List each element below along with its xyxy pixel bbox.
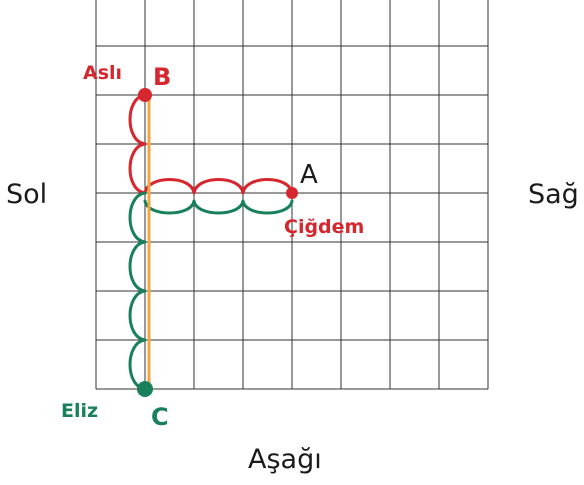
point-c-letter: C <box>151 403 169 431</box>
red-path-asli <box>128 93 294 195</box>
point-b-letter: B <box>153 63 171 91</box>
point-c-dot <box>137 381 153 397</box>
person-name-eliz: Eliz <box>61 400 98 422</box>
point-b-dot <box>138 88 152 102</box>
direction-left-label: Sol <box>6 179 47 210</box>
person-name-cigdem: Çiğdem <box>284 216 364 238</box>
point-a-dot <box>286 187 298 199</box>
direction-right-label: Sağ <box>528 179 579 210</box>
point-a-letter: A <box>300 160 318 190</box>
person-name-asli: Aslı <box>83 62 122 84</box>
direction-down-label: Aşağı <box>248 444 322 475</box>
green-path-eliz <box>128 191 294 391</box>
